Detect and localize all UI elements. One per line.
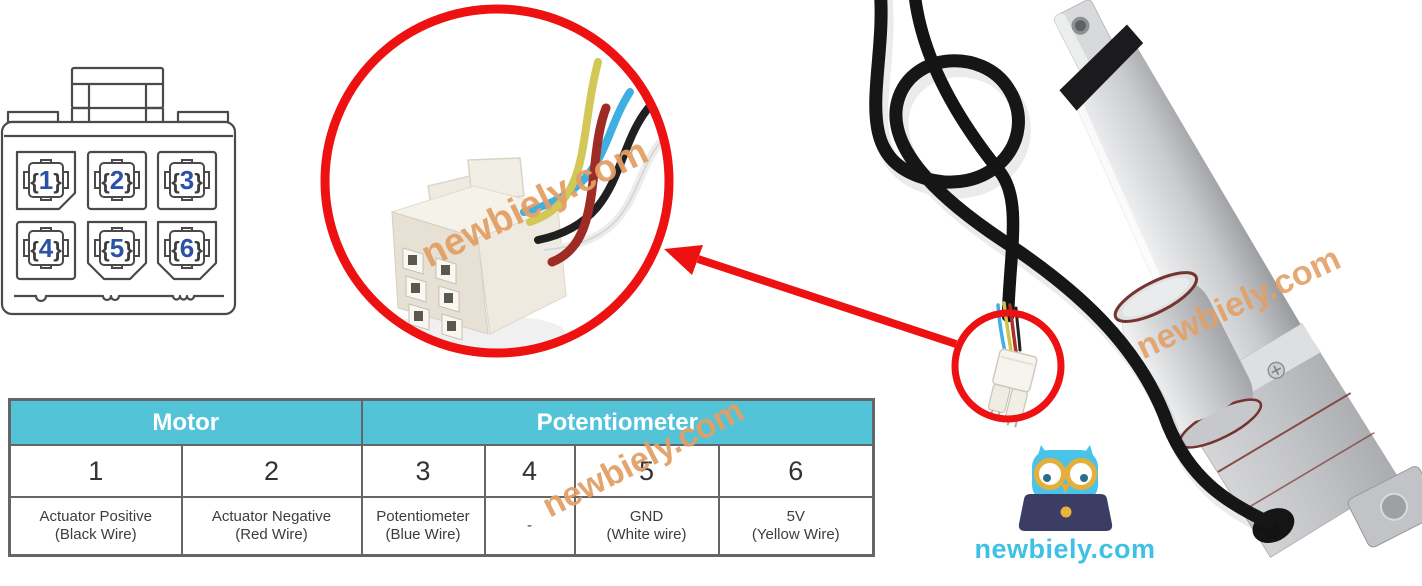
logo-text: newbiely.com	[974, 534, 1155, 564]
pin-socket-2	[94, 159, 140, 201]
pin-wire: (White wire)	[606, 526, 687, 543]
pin-number-cell: 2	[180, 444, 363, 498]
group-header-potentiometer: Potentiometer	[360, 398, 875, 446]
pin-label-6: {6}	[171, 233, 203, 263]
actuator-gearbox	[1172, 323, 1400, 558]
pin-function: -	[527, 517, 532, 534]
laptop-logo-dot	[1060, 506, 1072, 518]
zoomed-connector-body	[390, 157, 567, 341]
pin-wire: (Blue Wire)	[385, 526, 461, 543]
pin-socket-3	[164, 159, 210, 201]
pin-socket-5	[94, 227, 140, 269]
actuator-black-band	[1059, 24, 1144, 111]
pin-number-cell: 1	[8, 444, 183, 498]
pin-description-cell: Actuator Negative(Red Wire)	[180, 496, 363, 557]
watermark-actuator: newbiely.com	[1130, 239, 1346, 367]
connector-pinout-diagram: {1} {2} {3} {4} {5} {6}	[0, 66, 237, 316]
owl-glasses-left	[1034, 458, 1066, 490]
gearbox-screw	[1267, 361, 1286, 380]
pin-description-cell: GND(White wire)	[573, 496, 720, 557]
pin-function: Actuator Positive	[39, 508, 153, 525]
owl-ear-right	[1080, 445, 1095, 462]
actuator-tube	[1065, 36, 1312, 405]
black-wire	[534, 102, 654, 244]
yellow-wire	[526, 58, 602, 226]
pin-wire: (Red Wire)	[235, 526, 308, 543]
pin-number-cell: 5	[573, 444, 720, 498]
pin-label-3: {3}	[171, 165, 203, 195]
pin-number-cell: 3	[360, 444, 486, 498]
owl-eye-left	[1043, 474, 1051, 482]
pin-number-cell: 4	[483, 444, 576, 498]
pin-wire: (Yellow Wire)	[751, 526, 840, 543]
housing-top-bump-right	[176, 110, 230, 124]
owl-eye-right	[1080, 474, 1088, 482]
actuator-mounting-tab	[1347, 466, 1422, 548]
motor-top-cap	[1113, 271, 1199, 323]
small-connector-wire-stubs	[996, 301, 1022, 354]
pin-wire: (Black Wire)	[54, 526, 137, 543]
cable-loop-strand	[869, 0, 1275, 529]
cable-entry	[1252, 508, 1295, 543]
connector-highlight-circle	[951, 309, 1065, 423]
owl-body	[1032, 450, 1098, 502]
table-description-row: Actuator Positive(Black Wire) Actuator N…	[8, 496, 875, 557]
housing-keying-line	[14, 294, 224, 303]
actuator-cable	[869, 0, 1281, 539]
pin-label-5: {5}	[101, 233, 133, 263]
pin-socket-1	[23, 159, 69, 201]
pin-function: Actuator Negative	[211, 508, 332, 525]
pin-number-cell: 6	[717, 444, 875, 498]
newbiely-logo: newbiely.com	[974, 445, 1155, 564]
owl-ear-left	[1036, 445, 1051, 462]
pin-description-cell: 5V(Yellow Wire)	[717, 496, 875, 557]
laptop	[1018, 494, 1113, 531]
pin-function: GND	[629, 508, 664, 525]
actuator-connector-photo	[987, 348, 1038, 428]
clevis-hole	[1071, 16, 1090, 35]
linear-actuator-photo	[1053, 0, 1422, 558]
owl-beak	[1061, 484, 1070, 493]
pin-socket-6	[164, 227, 210, 269]
pin-description-cell: Potentiometer(Blue Wire)	[360, 496, 486, 557]
actuator-clevis-end	[1053, 0, 1118, 74]
pin-description-cell: Actuator Positive(Black Wire)	[8, 496, 183, 557]
white-wire	[540, 136, 666, 254]
mounting-hole	[1381, 493, 1408, 520]
pin-socket-4	[23, 227, 69, 269]
zoom-callout-arrow	[664, 245, 958, 348]
blue-wire	[520, 88, 634, 216]
connector-housing-outline	[0, 120, 237, 316]
pin-function: 5V	[786, 508, 805, 525]
pinout-table: Motor Potentiometer 1 2 3 4 5 6 Actuator…	[8, 398, 876, 557]
pin-label-1: {1}	[30, 165, 62, 195]
table-pin-number-row: 1 2 3 4 5 6	[8, 444, 875, 498]
owl-glasses-right	[1065, 458, 1097, 490]
red-wire	[547, 103, 611, 267]
pin-label-4: {4}	[30, 233, 62, 263]
actuator-motor-cylinder	[1113, 271, 1263, 449]
housing-top-bump-left	[6, 110, 60, 124]
zoomed-connector-wires	[520, 58, 666, 267]
connector-zoom-circle: newbiely.com	[320, 4, 674, 358]
zoom-circle-ring	[320, 4, 674, 358]
pin-label-2: {2}	[101, 165, 133, 195]
pin-function: Potentiometer	[376, 508, 470, 525]
pin-description-cell: -	[483, 496, 576, 557]
group-header-motor: Motor	[8, 398, 363, 446]
watermark-circle: newbiely.com	[415, 130, 655, 276]
cable-connector-strand	[909, 0, 1020, 323]
connector-latch	[70, 66, 165, 122]
zoomed-pin-holes	[402, 247, 463, 341]
table-group-header-row: Motor Potentiometer	[8, 398, 875, 446]
